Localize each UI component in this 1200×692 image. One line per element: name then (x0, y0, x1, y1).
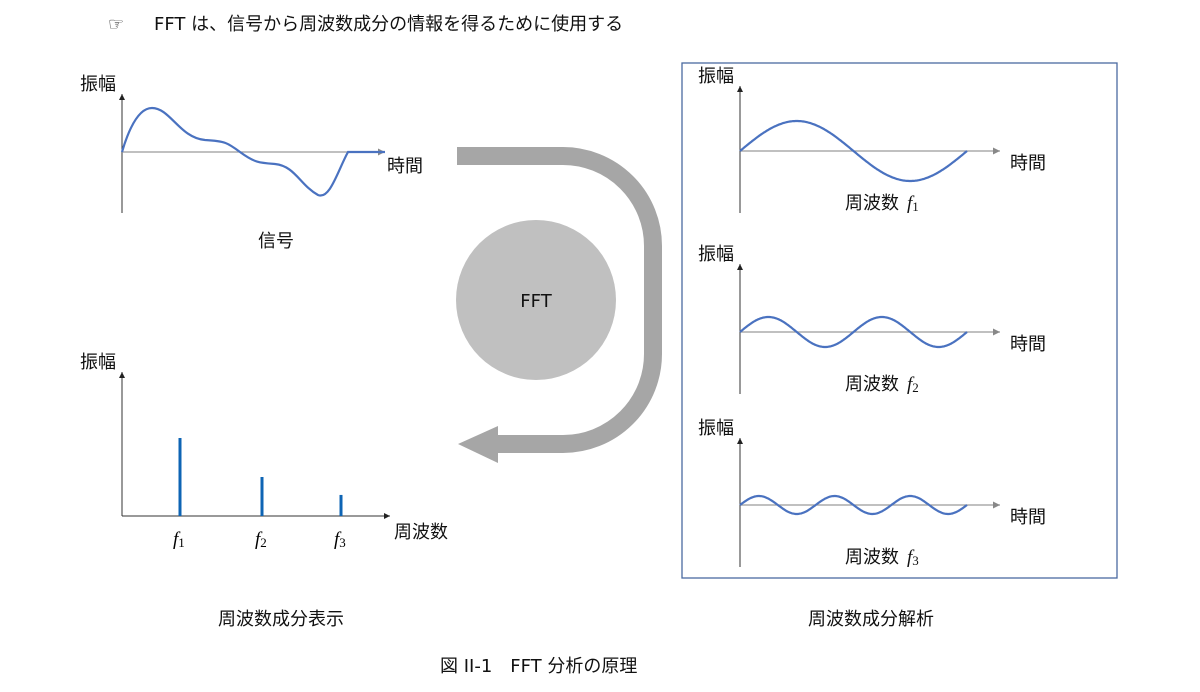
bar-label: f1 (173, 529, 185, 550)
spectrum-caption: 周波数成分表示 (218, 609, 344, 630)
signal-wave (120, 106, 385, 197)
fft-circle (456, 220, 616, 380)
analysis-frame (681, 62, 1118, 579)
spectrum-panel: 振幅 周波数 周波数成分表示 f1 f2 f3 (80, 352, 448, 630)
process-arrow (457, 147, 662, 453)
sine-wave (739, 119, 968, 183)
sine-wave (739, 315, 968, 349)
x-axis-label: 時間 (1010, 507, 1046, 528)
y-axis-label: 振幅 (80, 74, 116, 95)
y-axis-label: 振幅 (698, 418, 734, 439)
figure-caption: 図 II-1 FFT 分析の原理 (440, 656, 637, 677)
sine-wave (739, 494, 968, 516)
x-axis-label: 時間 (387, 156, 423, 177)
y-axis-label: 振幅 (80, 352, 116, 373)
signal-caption: 信号 (258, 231, 294, 252)
bar-label: f2 (255, 529, 267, 550)
y-axis-label: 振幅 (698, 244, 734, 265)
signal-panel: 振幅 時間 信号 (80, 74, 423, 252)
fft-label: FFT (520, 291, 552, 312)
bar-label: f3 (334, 529, 346, 550)
analysis-caption: 周波数成分解析 (808, 609, 934, 630)
y-axis-label: 振幅 (698, 66, 734, 87)
x-axis-label: 周波数 (394, 522, 448, 543)
x-axis-label: 時間 (1010, 334, 1046, 355)
pointing-hand-icon: ☞ (108, 14, 124, 35)
header-text: FFT は、信号から周波数成分の情報を得るために使用する (154, 14, 623, 35)
arrow-head-icon (458, 426, 498, 463)
x-axis-label: 時間 (1010, 153, 1046, 174)
